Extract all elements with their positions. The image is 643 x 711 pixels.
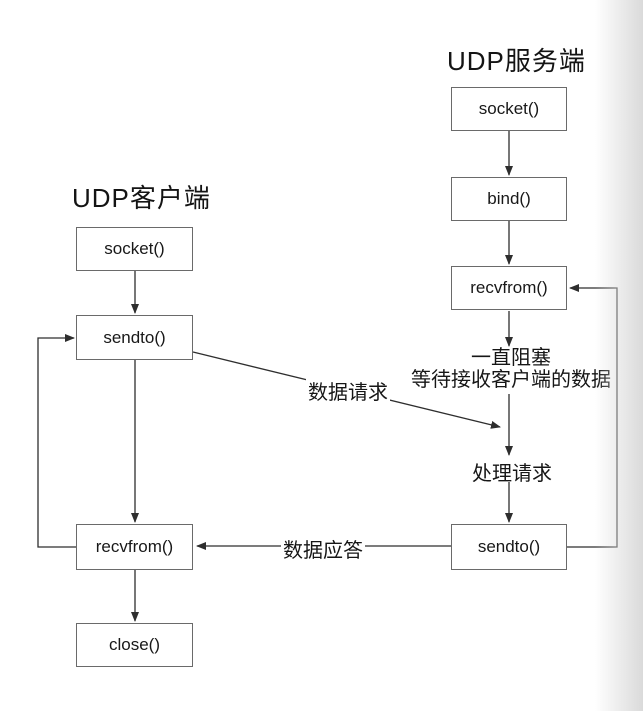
- client-title: UDP客户端: [72, 183, 211, 213]
- data-reply-label: 数据应答: [281, 534, 365, 563]
- server-title: UDP服务端: [447, 46, 586, 76]
- client-socket-node: socket(): [76, 227, 193, 271]
- blocking-note-line2: 等待接收客户端的数据: [411, 369, 611, 391]
- data-request-label: 数据请求: [306, 376, 390, 405]
- blocking-note-line1: 一直阻塞: [471, 347, 551, 369]
- server-sendto-node: sendto(): [451, 524, 567, 570]
- process-request-label: 处理请求: [472, 463, 552, 485]
- blocking-note: 一直阻塞 等待接收客户端的数据: [405, 347, 617, 391]
- client-close-node: close(): [76, 623, 193, 667]
- server-socket-node: socket(): [451, 87, 567, 131]
- client-sendto-node: sendto(): [76, 315, 193, 360]
- server-recvfrom-node: recvfrom(): [451, 266, 567, 310]
- client-recvfrom-node: recvfrom(): [76, 524, 193, 570]
- server-bind-node: bind(): [451, 177, 567, 221]
